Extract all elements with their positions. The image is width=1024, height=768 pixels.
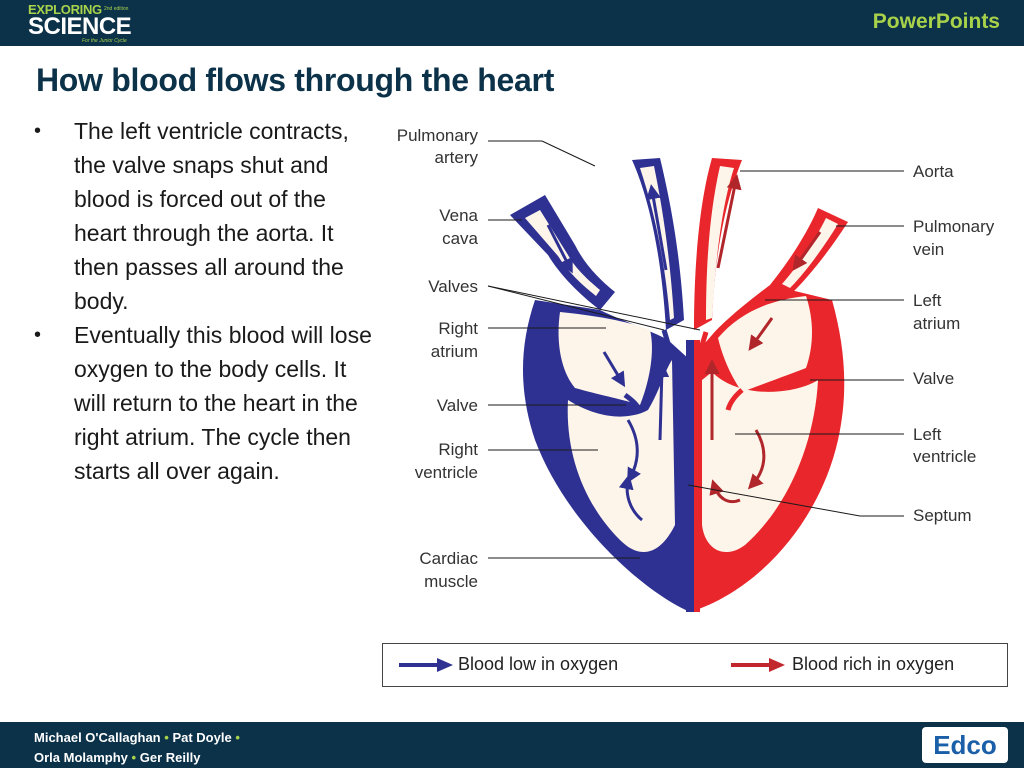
valve-pulmonary	[661, 329, 673, 351]
bullet-list: • The left ventricle contracts, the valv…	[34, 114, 374, 488]
bullet-text-1: The left ventricle contracts, the valve …	[74, 118, 349, 314]
valve-left-av	[725, 388, 744, 411]
label-cardiac-muscle-1: Cardiac	[419, 549, 478, 568]
label-valve-right: Valve	[913, 369, 954, 388]
logo-edition-text: 2nd edition	[104, 6, 129, 12]
red-arrow-icon	[792, 231, 822, 271]
blue-arrow-icon	[654, 362, 670, 441]
legend-box: Blood low in oxygen Blood rich in oxygen	[382, 643, 1008, 687]
blue-arrow-icon	[646, 184, 668, 271]
pulmonary-artery-vessel	[632, 158, 684, 330]
label-vena-cava-2: cava	[442, 229, 478, 248]
blue-arrow-icon	[618, 474, 643, 522]
red-arrow-icon	[747, 429, 766, 490]
right-ventricle-chamber	[567, 360, 675, 552]
leader-lines	[487, 140, 904, 559]
blue-arrow-icon	[602, 351, 626, 388]
heart-diagram: Pulmonary artery Vena cava Valves Right …	[397, 126, 995, 612]
edco-logo: Edco	[922, 727, 1008, 763]
septum	[686, 340, 694, 612]
deoxygenated-flow-arrows	[546, 184, 670, 522]
label-septum: Septum	[913, 506, 972, 525]
blue-arrow-icon	[626, 419, 641, 484]
authors-line-1: Michael O'Callaghan • Pat Doyle •	[34, 728, 240, 748]
left-labels: Pulmonary artery Vena cava Valves Right …	[397, 126, 479, 591]
valve-aortic	[697, 331, 709, 353]
authors-line-2: Orla Molamphy • Ger Reilly	[34, 748, 240, 768]
left-ventricle-chamber	[702, 372, 818, 553]
aorta-lumen	[706, 166, 734, 320]
separator-dot: •	[164, 730, 169, 745]
label-pulmonary-vein-1: Pulmonary	[913, 217, 995, 236]
label-right-atrium-2: atrium	[431, 342, 478, 361]
footer-bar: Michael O'Callaghan • Pat Doyle • Orla M…	[0, 722, 1024, 768]
left-atrium-chamber	[718, 296, 812, 392]
powerpoints-label: PowerPoints	[872, 10, 1000, 33]
legend-low-oxygen: Blood low in oxygen	[458, 654, 619, 674]
author-name: Orla Molamphy	[34, 750, 128, 765]
red-arrow-icon	[709, 479, 741, 504]
bullet-item-1: • The left ventricle contracts, the valv…	[34, 114, 374, 318]
separator-dot: •	[131, 750, 137, 765]
author-credits: Michael O'Callaghan • Pat Doyle • Orla M…	[34, 728, 240, 768]
bullet-text-2: Eventually this blood will lose oxygen t…	[74, 322, 372, 484]
label-cardiac-muscle-2: muscle	[424, 572, 478, 591]
red-arrow-icon	[731, 658, 785, 672]
logo-science-text: SCIENCE	[28, 13, 132, 40]
label-valve-left: Valve	[437, 396, 478, 415]
bullet-marker: •	[34, 324, 42, 346]
label-pulmonary-artery-1: Pulmonary	[397, 126, 479, 145]
right-atrium-chamber	[558, 312, 652, 405]
blue-arrow-icon	[546, 224, 573, 274]
label-right-ventricle-2: ventricle	[415, 463, 478, 482]
label-left-ventricle-1: Left	[913, 425, 942, 444]
label-left-atrium-1: Left	[913, 291, 942, 310]
author-name: Pat Doyle	[172, 730, 232, 745]
label-aorta: Aorta	[913, 162, 954, 181]
red-arrow-icon	[748, 317, 774, 351]
slide-title: How blood flows through the heart	[36, 62, 555, 98]
logo-tagline-text: For the Junior Cycle	[82, 38, 127, 44]
logo-exploring-text: EXPLORING	[28, 2, 102, 17]
septum-red	[694, 340, 700, 612]
label-pulmonary-artery-2: artery	[435, 148, 479, 167]
oxygenated-flow-arrows	[704, 174, 822, 504]
valve-right-av	[623, 392, 643, 413]
bullet-marker: •	[34, 120, 42, 142]
legend-rich-oxygen: Blood rich in oxygen	[792, 654, 955, 674]
exploring-science-logo: EXPLORING 2nd edition SCIENCE For the Ju…	[28, 2, 148, 44]
bullet-item-2: • Eventually this blood will lose oxygen…	[34, 318, 374, 488]
left-side-heart	[690, 158, 848, 612]
label-right-ventricle-1: Right	[438, 440, 478, 459]
right-side-heart	[510, 158, 690, 612]
label-left-atrium-2: atrium	[913, 314, 960, 333]
right-labels: Aorta Pulmonary vein Left atrium Valve L…	[913, 162, 995, 525]
header-bar: EXPLORING 2nd edition SCIENCE For the Ju…	[0, 0, 1024, 46]
author-name: Michael O'Callaghan	[34, 730, 161, 745]
label-right-atrium-1: Right	[438, 319, 478, 338]
label-pulmonary-vein-2: vein	[913, 240, 944, 259]
red-arrow-icon	[716, 174, 742, 269]
blue-arrow-icon	[399, 658, 453, 672]
label-left-ventricle-2: ventricle	[913, 447, 976, 466]
label-valves: Valves	[428, 277, 478, 296]
separator-dot: •	[235, 730, 240, 745]
author-name: Ger Reilly	[139, 750, 201, 765]
label-vena-cava-1: Vena	[439, 206, 478, 225]
